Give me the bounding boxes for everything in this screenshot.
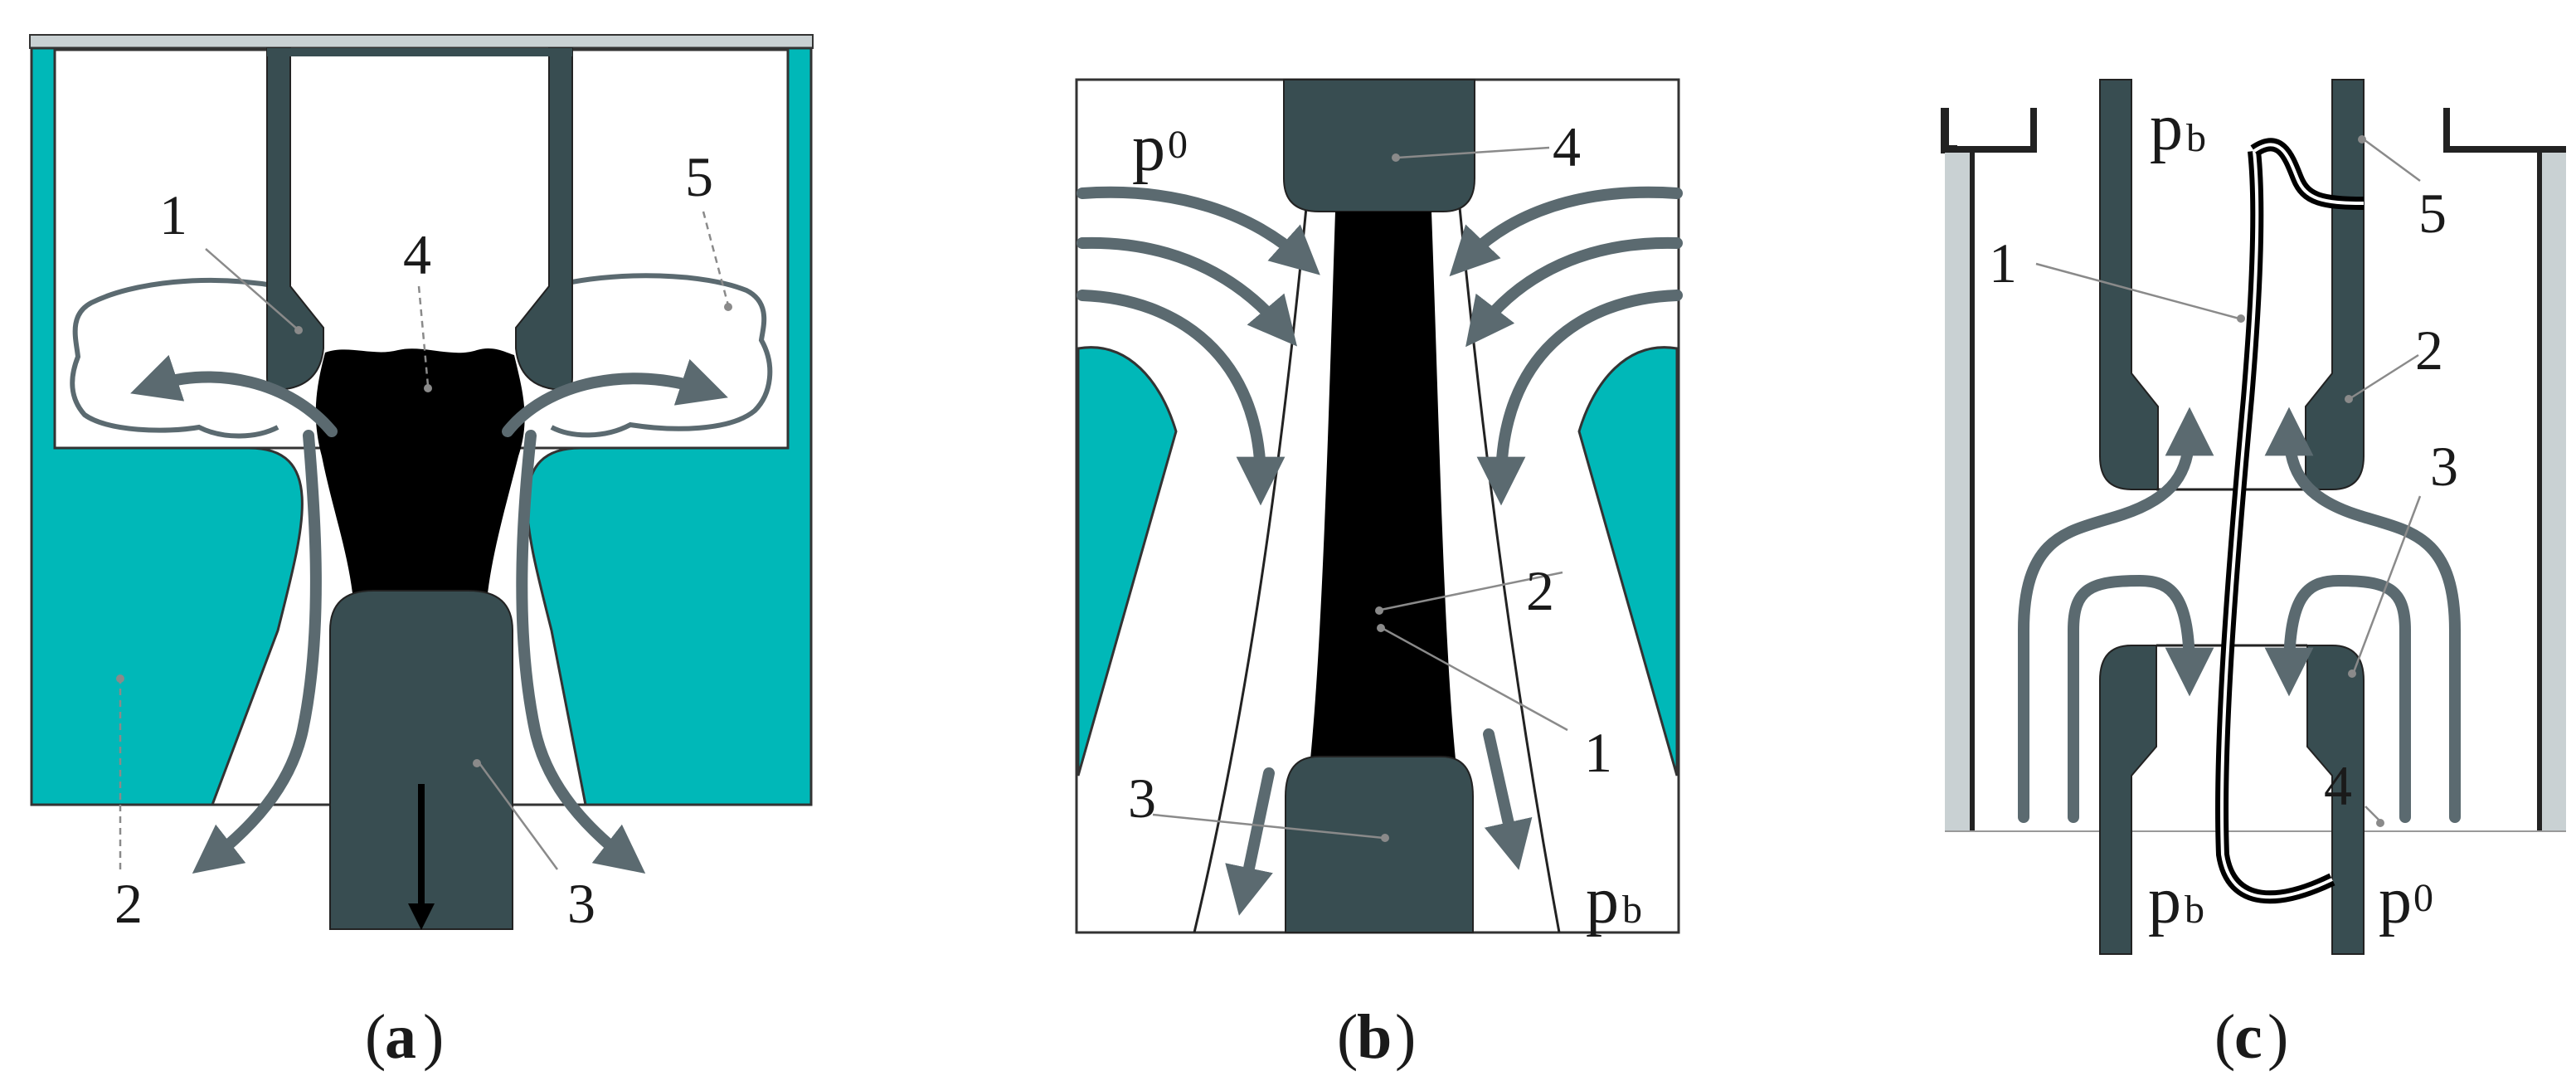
pressure-pb-top-sub: b: [2186, 116, 2206, 160]
panel-b: 4 2 1 3 p 0 p b ( b ): [1075, 78, 1683, 1072]
caption-a-letter: a: [385, 1002, 416, 1072]
caption-c-letter: c: [2234, 1002, 2263, 1072]
wall-right-gray: [2540, 149, 2566, 831]
label-3: 3: [1128, 767, 1156, 830]
label-1: 1: [159, 183, 187, 246]
pressure-p0: p: [1132, 112, 1165, 185]
pressure-pb-bottom-sub: b: [2185, 888, 2204, 932]
lower-nozzle-left: [2099, 645, 2157, 955]
caption-a-open: (: [365, 1002, 386, 1072]
caption-c-open: (: [2214, 1002, 2235, 1072]
label-3: 3: [2430, 435, 2458, 498]
fiber-1: [2215, 150, 2335, 904]
panel-c: 1 2 3 4 5 p b p b p 0 ( c ): [1941, 79, 2566, 1072]
upper-nozzle-right: [2305, 79, 2365, 490]
pressure-pb-bottom: p: [2148, 864, 2181, 937]
caption-c-close: ): [2267, 1002, 2288, 1072]
flow-arrow-icon: [502, 358, 728, 437]
label-2: 2: [2415, 319, 2443, 382]
pressure-p0-sub: 0: [1168, 123, 1188, 167]
panel-a: 1 2 3 4 5 ( a ): [29, 34, 814, 1072]
pressure-p0-bottom-sub: 0: [2413, 876, 2433, 920]
label-4: 4: [403, 223, 431, 286]
bubble-right: [550, 273, 773, 438]
label-4: 4: [1553, 115, 1581, 178]
caption-b-close: ): [1395, 1002, 1416, 1072]
tube-top-cap: [267, 48, 572, 56]
label-1: 1: [1584, 721, 1612, 784]
pressure-pb-sub: b: [1622, 888, 1642, 932]
label-5: 5: [2418, 182, 2447, 245]
label-2: 2: [1526, 559, 1554, 622]
plug-3: [1285, 756, 1474, 933]
flow-arrow-icon: [516, 430, 646, 874]
flow-arrow-icon: [192, 430, 322, 874]
melt-4: [315, 348, 525, 593]
pressure-pb: p: [1586, 864, 1619, 937]
plunger-3: [329, 590, 513, 930]
caption-a-close: ): [423, 1002, 444, 1072]
label-2: 2: [114, 872, 143, 935]
label-1: 1: [1989, 231, 2017, 295]
pressure-pb-top: p: [2150, 91, 2183, 164]
upper-nozzle-left: [2099, 79, 2159, 490]
label-4: 4: [2324, 754, 2352, 817]
teal-right: [1577, 346, 1679, 777]
cap-4: [1283, 79, 1475, 212]
flow-arrow-icon: [130, 354, 338, 437]
top-plate: [29, 34, 814, 49]
caption-b-open: (: [1337, 1002, 1358, 1072]
teal-left: [1077, 346, 1178, 777]
lower-nozzle-right: [2306, 645, 2365, 955]
label-5: 5: [685, 145, 713, 208]
label-3: 3: [567, 872, 595, 935]
bubble-left: [70, 277, 279, 439]
core-1: [1310, 212, 1456, 759]
pressure-p0-bottom: p: [2379, 864, 2412, 937]
caption-b-letter: b: [1357, 1002, 1392, 1072]
wall-left-gray: [1945, 149, 1971, 831]
